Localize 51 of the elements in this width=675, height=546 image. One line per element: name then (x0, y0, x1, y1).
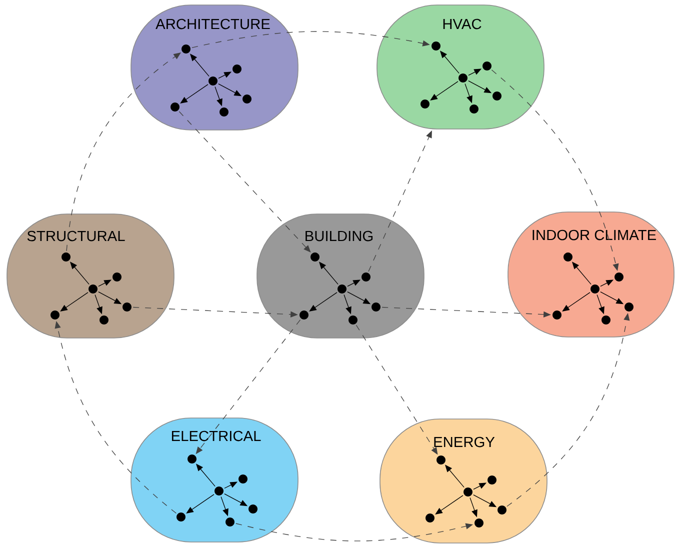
dot (482, 62, 492, 70)
dot (464, 488, 472, 496)
dot (300, 310, 308, 320)
dot (614, 272, 624, 282)
dot (170, 102, 180, 112)
dashed-arrow (66, 52, 181, 252)
dot (458, 74, 468, 82)
domain-blob: HVAC (376, 4, 544, 130)
dot (348, 316, 358, 324)
domain-blob: ENERGY (380, 418, 548, 544)
dot (248, 504, 258, 514)
dot (474, 518, 484, 528)
dot (552, 310, 562, 320)
dot (214, 486, 224, 496)
domain-blob: BUILDING (256, 214, 424, 338)
dot (362, 272, 370, 282)
dot (488, 476, 496, 484)
dot (624, 302, 634, 312)
dot (432, 42, 440, 50)
dot (208, 76, 218, 86)
dot (238, 474, 248, 484)
dot (372, 302, 380, 312)
domain-blob: ARCHITECTURE (130, 4, 298, 130)
domain-blob: ELECTRICAL (130, 418, 298, 542)
dot (62, 252, 70, 262)
dot (100, 316, 108, 324)
dot (590, 284, 600, 294)
dashed-arrow (368, 130, 432, 272)
dot (426, 514, 434, 522)
dot (564, 252, 572, 262)
dot (242, 94, 252, 104)
dot (420, 100, 430, 108)
dot (88, 284, 98, 294)
dot (176, 512, 186, 522)
dot (112, 272, 122, 282)
dot (310, 252, 320, 262)
domain-blob: INDOOR CLIMATE (508, 212, 674, 338)
dot (498, 506, 506, 514)
dot (436, 456, 446, 464)
dot (220, 108, 228, 116)
dot (50, 310, 60, 320)
dot (188, 454, 196, 464)
dot (470, 104, 478, 114)
dot (182, 44, 190, 54)
dot (492, 92, 502, 100)
dot (338, 284, 346, 294)
dot (122, 302, 132, 312)
dot (232, 64, 242, 74)
dot (602, 316, 610, 324)
domain-blob: STRUCTURAL (6, 214, 174, 338)
dot (226, 518, 234, 526)
